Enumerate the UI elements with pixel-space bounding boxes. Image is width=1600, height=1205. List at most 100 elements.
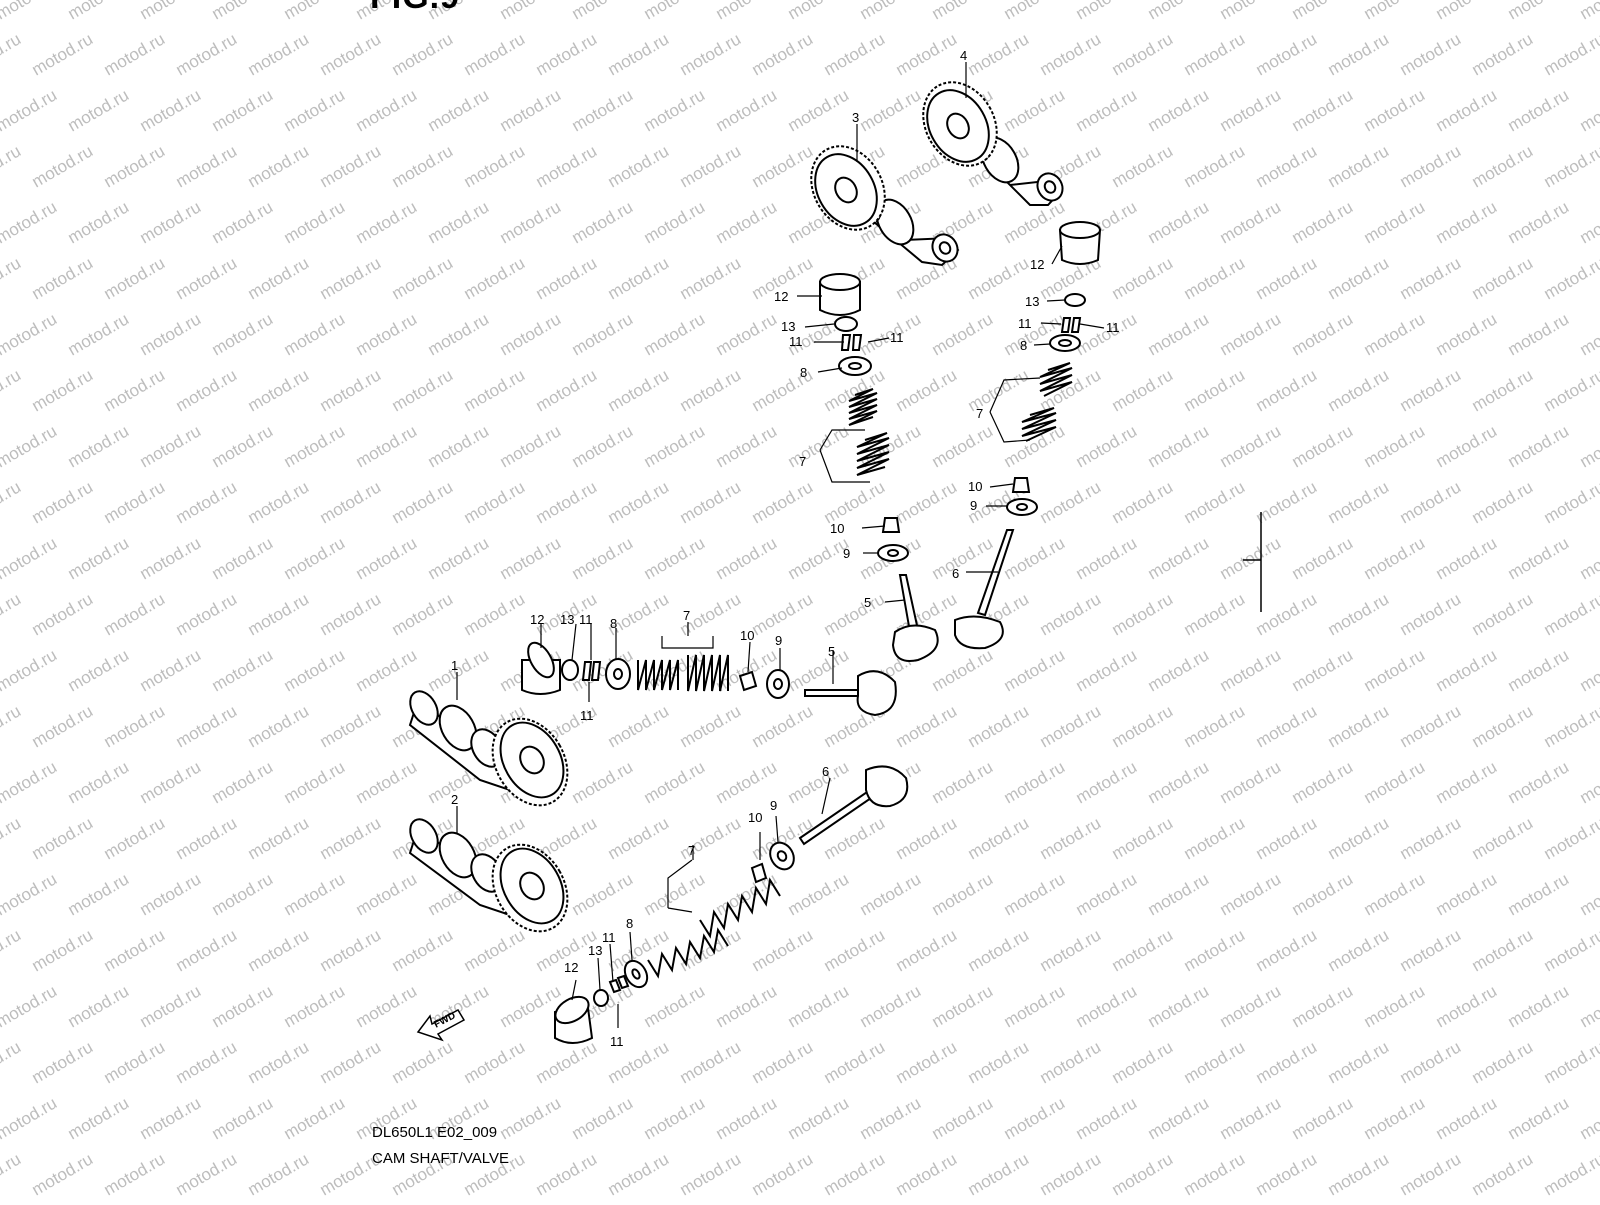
watermark-text: motod.ru [1577,85,1600,135]
watermark-text: motod.ru [929,1093,997,1143]
part-label-11: 11 [1018,316,1032,331]
watermark-text: motod.ru [1073,869,1141,919]
watermark-text: motod.ru [0,421,60,471]
watermark-text: motod.ru [1505,309,1573,359]
watermark-text: motod.ru [1577,645,1600,695]
watermark-text: motod.ru [209,1093,277,1143]
part-label-12: 12 [774,289,788,304]
watermark-text: motod.ru [1433,981,1501,1031]
watermark-text: motod.ru [929,757,997,807]
watermark-text: motod.ru [1325,29,1393,79]
watermark-text: motod.ru [1361,869,1429,919]
watermark-text: motod.ru [101,813,169,863]
watermark-text: motod.ru [137,197,205,247]
watermark-text: motod.ru [749,141,817,191]
watermark-text: motod.ru [857,85,925,135]
watermark-text: motod.ru [0,533,60,583]
watermark-text: motod.ru [713,85,781,135]
watermark-text: motod.ru [965,925,1033,975]
watermark-text: motod.ru [1109,589,1177,639]
watermark-text: motod.ru [1541,589,1600,639]
watermark-text: motod.ru [533,365,601,415]
watermark-text: motod.ru [317,701,385,751]
watermark-text: motod.ru [245,925,313,975]
watermark-text: motod.ru [245,701,313,751]
watermark-text: motod.ru [569,533,637,583]
watermark-text: motod.ru [0,925,24,975]
watermark-text: motod.ru [1001,981,1069,1031]
watermark-text: motod.ru [1253,1037,1321,1087]
part-label-7: 7 [799,454,806,469]
watermark-text: motod.ru [1253,925,1321,975]
watermark-text: motod.ru [677,701,745,751]
watermark-text: motod.ru [281,757,349,807]
watermark-text: motod.ru [749,29,817,79]
watermark-text: motod.ru [605,477,673,527]
watermark-text: motod.ru [0,757,60,807]
watermark-text: motod.ru [137,869,205,919]
watermark-text: motod.ru [101,701,169,751]
watermark-text: motod.ru [389,925,457,975]
watermark-text: motod.ru [1001,85,1069,135]
watermark-text: motod.ru [677,365,745,415]
watermark-text: motod.ru [1289,1093,1357,1143]
watermark-text: motod.ru [641,981,709,1031]
watermark-text: motod.ru [893,701,961,751]
part-label-10: 10 [740,628,754,643]
watermark-text: motod.ru [821,589,889,639]
watermark-text: motod.ru [281,309,349,359]
watermark-text: motod.ru [317,29,385,79]
watermark-text: motod.ru [353,421,421,471]
watermark-text: motod.ru [1109,1037,1177,1087]
watermark-text: motod.ru [713,309,781,359]
watermark-text: motod.ru [1469,589,1537,639]
watermark-text: motod.ru [281,1093,349,1143]
watermark-text: motod.ru [1469,813,1537,863]
watermark-text: motod.ru [497,533,565,583]
watermark-text: motod.ru [101,1149,169,1199]
watermark-text: motod.ru [965,1149,1033,1199]
watermark-text: motod.ru [1469,477,1537,527]
watermark-text: motod.ru [65,0,133,23]
watermark-text: motod.ru [893,29,961,79]
watermark-text: motod.ru [353,309,421,359]
watermark-text: motod.ru [605,701,673,751]
watermark-text: motod.ru [1109,925,1177,975]
watermark-text: motod.ru [929,645,997,695]
watermark-text: motod.ru [1073,981,1141,1031]
watermark-text: motod.ru [1037,1149,1105,1199]
watermark-text: motod.ru [0,645,60,695]
watermark-text: motod.ru [1433,309,1501,359]
watermark-text: motod.ru [1433,0,1501,23]
watermark-text: motod.ru [461,365,529,415]
watermark-text: motod.ru [29,253,97,303]
watermark-text: motod.ru [1541,925,1600,975]
watermark-text: motod.ru [1145,533,1213,583]
part-label-13: 13 [560,612,574,627]
watermark-text: motod.ru [1505,757,1573,807]
watermark-text: motod.ru [29,1149,97,1199]
watermark-text: motod.ru [1145,757,1213,807]
diagram-code: DL650L1 E02_009 [372,1124,497,1141]
watermark-text: motod.ru [1577,757,1600,807]
watermark-text: motod.ru [1469,925,1537,975]
watermark-text: motod.ru [1541,813,1600,863]
part-label-12: 12 [1030,257,1044,272]
watermark-text: motod.ru [209,309,277,359]
watermark-text: motod.ru [677,29,745,79]
watermark-text: motod.ru [317,141,385,191]
watermark-text: motod.ru [209,85,277,135]
watermark-text: motod.ru [101,1037,169,1087]
watermark-text: motod.ru [461,589,529,639]
watermark-text: motod.ru [1073,645,1141,695]
watermark-text: motod.ru [317,813,385,863]
watermark-text: motod.ru [1433,645,1501,695]
watermark-text: motod.ru [1181,477,1249,527]
watermark-text: motod.ru [893,477,961,527]
watermark-text: motod.ru [605,813,673,863]
watermark-text: motod.ru [641,0,709,23]
watermark-text: motod.ru [1073,85,1141,135]
watermark-text: motod.ru [965,365,1033,415]
watermark-text: motod.ru [497,85,565,135]
